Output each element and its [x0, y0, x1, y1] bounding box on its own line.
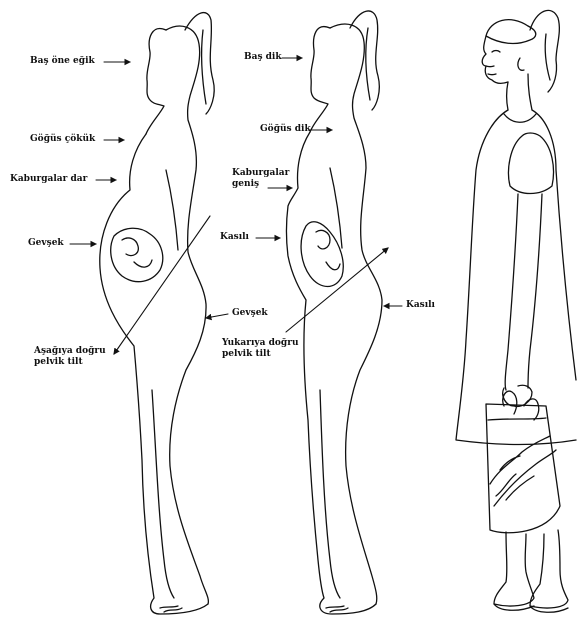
label-head-upright: Baş dik	[244, 52, 282, 63]
upright-pregnant-figure	[287, 11, 383, 614]
label-pelvic-tilt-upward: Yukarıya doğru pelvik tilt	[222, 338, 298, 360]
label-back-loose: Gevşek	[232, 308, 268, 319]
label-head-tilted-forward: Baş öne eğik	[30, 56, 95, 67]
standing-woman-figure	[456, 10, 576, 612]
arrow-pelvic-tilt-down	[114, 216, 210, 354]
label-ribs-wide: Kaburgalar geniş	[232, 168, 289, 190]
label-abdomen-contracted: Kasılı	[220, 232, 249, 243]
label-chest-sunken: Göğüs çökük	[30, 134, 95, 145]
arrow-pelvic-tilt-up	[286, 248, 388, 332]
label-pelvic-tilt-downward: Aşağıya doğru pelvik tilt	[34, 346, 106, 368]
label-chest-upright: Göğüs dik	[260, 124, 311, 135]
label-ribs-narrow: Kaburgalar dar	[10, 174, 87, 185]
label-back-contracted: Kasılı	[406, 300, 435, 311]
label-abdomen-loose: Gevşek	[28, 238, 64, 249]
slouched-pregnant-figure	[100, 13, 214, 614]
arrow-back-loose	[206, 314, 228, 318]
